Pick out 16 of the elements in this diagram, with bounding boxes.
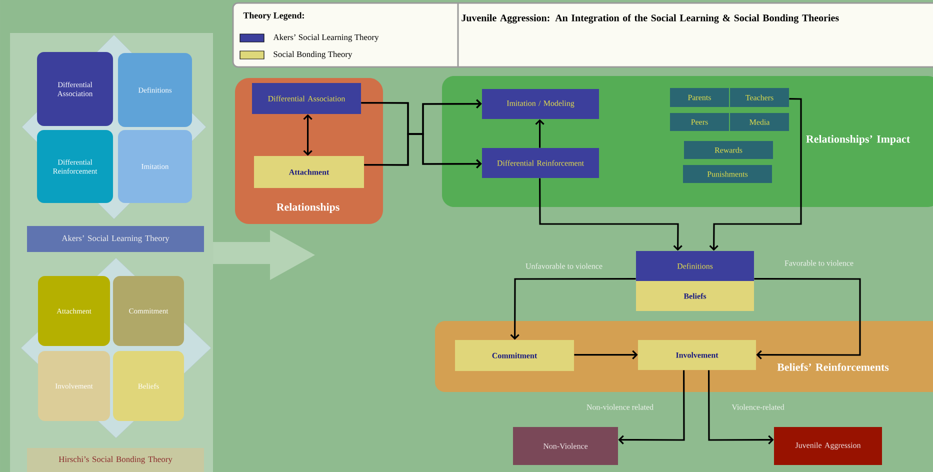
arrow bbox=[708, 370, 774, 444]
arrow bbox=[618, 370, 685, 444]
legend-label: Akers’ Social Learning Theory bbox=[273, 34, 379, 42]
arrow bbox=[539, 178, 682, 251]
arrow bbox=[510, 278, 636, 340]
arrow bbox=[574, 350, 638, 360]
arrow bbox=[709, 98, 802, 251]
arrow bbox=[535, 119, 544, 148]
arrow bbox=[364, 133, 482, 168]
legend-title: Theory Legend: bbox=[243, 12, 304, 20]
arrow bbox=[754, 278, 861, 360]
caption-box: Akers’ Social Learning Theory bbox=[27, 226, 204, 252]
title: Juvenile Aggression: An Integration of the Social Learning & Social Bonding Theories bbox=[462, 14, 839, 24]
caption-box: Hirschi’s Social Bonding Theory bbox=[27, 448, 204, 472]
legend-label: Social Bonding Theory bbox=[274, 51, 352, 59]
arrow bbox=[303, 114, 312, 156]
